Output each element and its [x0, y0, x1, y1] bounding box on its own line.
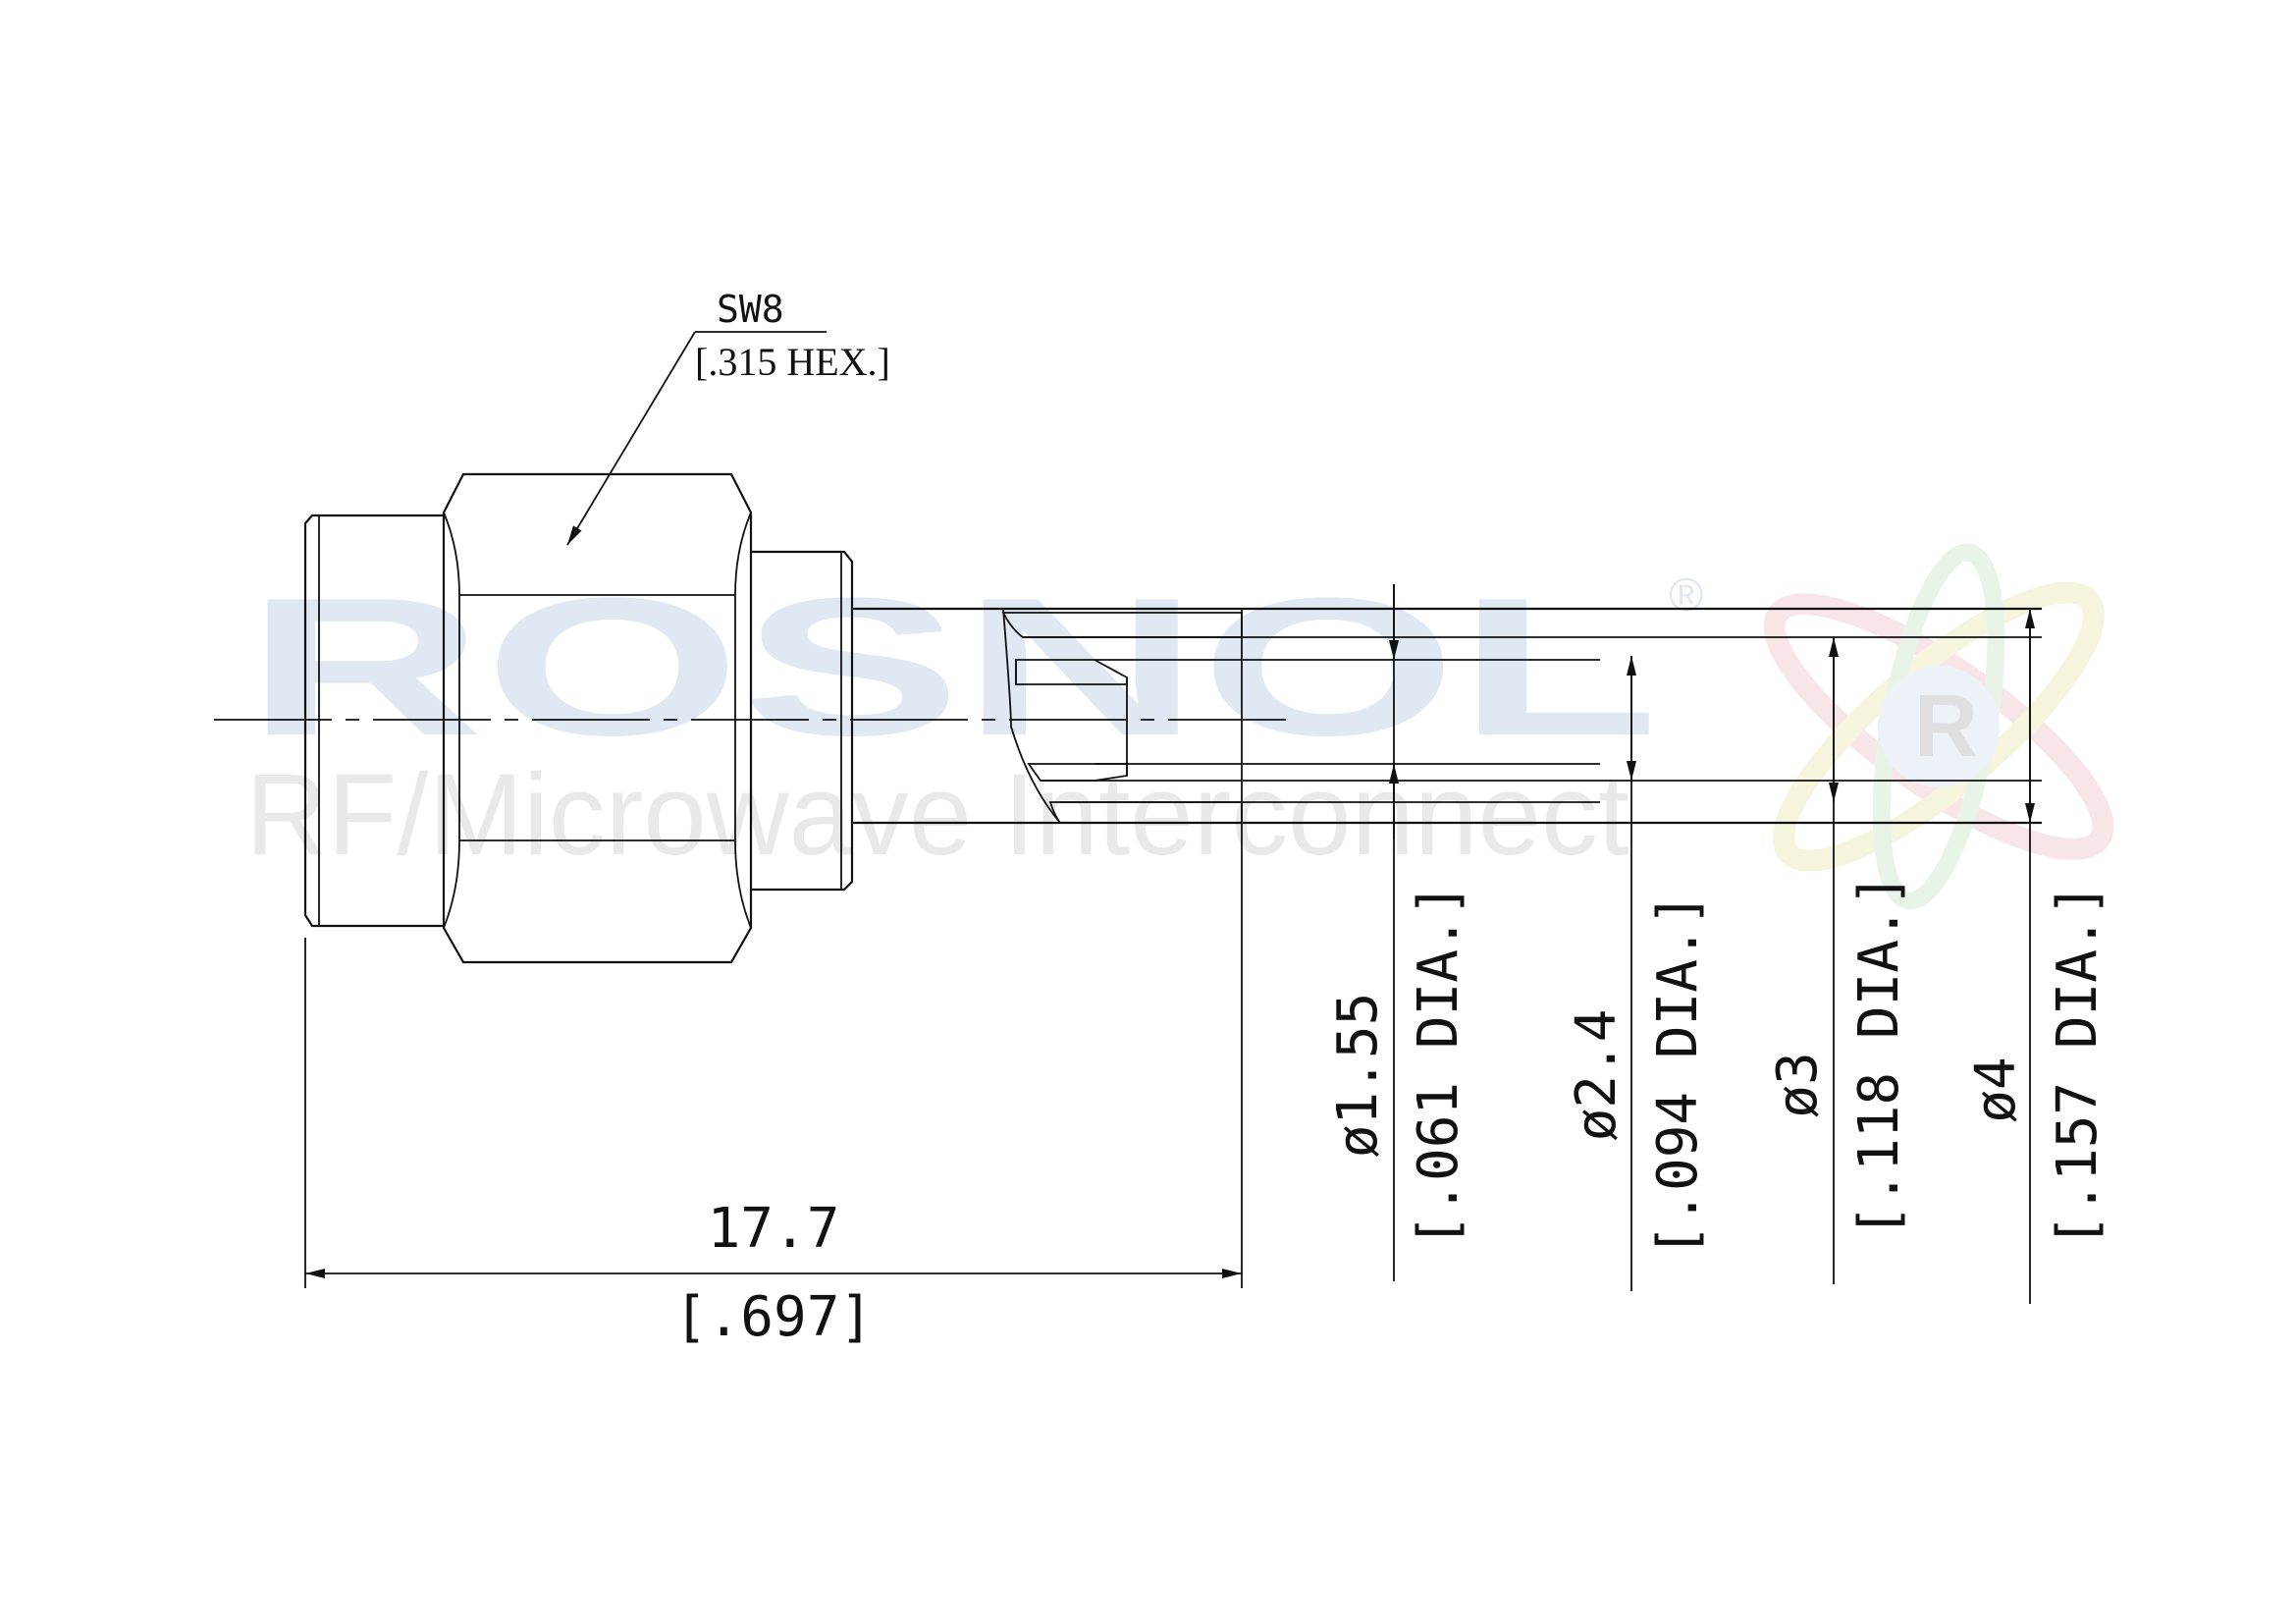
diameter-4-mm: ø4: [1964, 1056, 2028, 1122]
registered-mark: ®: [1669, 569, 1703, 622]
diameter-3-mm: ø3: [1766, 1052, 1830, 1117]
diameter-dim-3: ø3 [.118 DIA.]: [1766, 637, 1911, 1284]
cable-cutaway: [1001, 608, 2042, 1288]
connector-body: [214, 472, 2042, 1288]
diameter-dim-2: ø2.4 [.094 DIA.]: [1565, 656, 1710, 1291]
hex-size-label: SW8: [717, 288, 784, 331]
length-inch: [.697]: [674, 1285, 873, 1349]
hex-callout: SW8 [.315 HEX.]: [566, 288, 890, 546]
diameter-3-inch: [.118 DIA.]: [1847, 874, 1911, 1238]
diameter-1-mm: ø1.55: [1326, 993, 1390, 1159]
watermark-logo-letter: R: [1914, 677, 1978, 776]
diameter-2-mm: ø2.4: [1565, 1009, 1629, 1142]
diameter-dim-1: ø1.55 [.061 DIA.]: [1326, 584, 1470, 1281]
length-dimension: 17.7 [.697]: [304, 938, 1242, 1349]
watermark-brand: ROSNOL: [245, 558, 1659, 777]
hex-size-inch: [.315 HEX.]: [695, 340, 890, 384]
watermark-tagline: RF/Microwave Interconnect: [245, 750, 1629, 880]
diameter-2-inch: [.094 DIA.]: [1646, 893, 1710, 1258]
watermark-logo-icon: R: [1763, 543, 2114, 910]
watermark: ROSNOL RF/Microwave Interconnect ® R: [245, 543, 2114, 910]
diameter-1-inch: [.061 DIA.]: [1407, 884, 1470, 1248]
diameter-4-inch: [.157 DIA.]: [2046, 884, 2109, 1248]
length-mm: 17.7: [708, 1197, 840, 1261]
diameter-dim-4: ø4 [.157 DIA.]: [1964, 609, 2109, 1304]
